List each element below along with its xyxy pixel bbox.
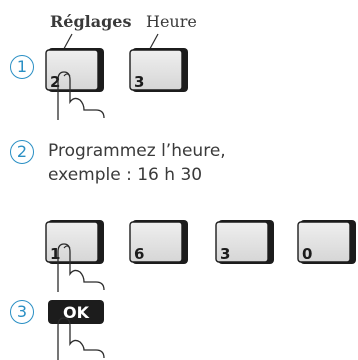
key-1-label: 1 xyxy=(50,245,60,263)
reglages-label: Réglages xyxy=(50,12,132,31)
key-0-label: 0 xyxy=(302,245,312,263)
key-2-label: 2 xyxy=(50,73,60,91)
hand-pointer-icon xyxy=(57,71,105,120)
hand-pointer-icon-3 xyxy=(57,317,105,360)
step-3-number: 3 xyxy=(10,300,34,324)
key-0[interactable]: 0 xyxy=(297,220,356,264)
step-2-number: 2 xyxy=(10,140,34,164)
hand-pointer-icon-2 xyxy=(57,243,105,292)
key-1[interactable]: 1 xyxy=(45,220,104,264)
ok-key[interactable]: OK xyxy=(48,300,104,324)
heure-label: Heure xyxy=(146,12,197,31)
key-6[interactable]: 6 xyxy=(129,220,188,264)
ok-key-label: OK xyxy=(63,303,90,322)
key-3-row1-label: 3 xyxy=(134,73,144,91)
step-1-number: 1 xyxy=(10,55,34,79)
key-6-label: 6 xyxy=(134,245,144,263)
key-3-row2-label: 3 xyxy=(220,245,230,263)
key-2[interactable]: 2 xyxy=(45,48,104,92)
key-3-row2[interactable]: 3 xyxy=(215,220,274,264)
step-2-instruction-line1: Programmez l’heure, xyxy=(48,141,226,161)
key-3-row1[interactable]: 3 xyxy=(129,48,188,92)
step-2-instruction-line2: exemple : 16 h 30 xyxy=(48,165,203,185)
